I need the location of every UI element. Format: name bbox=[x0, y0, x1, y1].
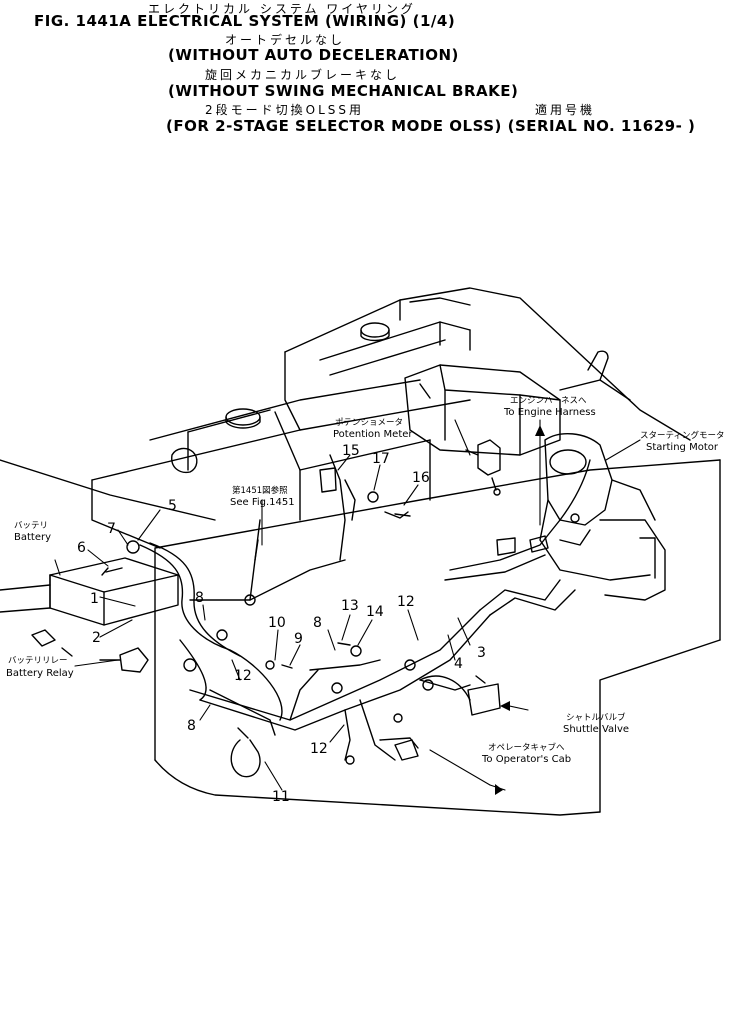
engine-harness-jp-label: エンジンハーネスへ bbox=[510, 396, 587, 406]
battery-jp-label: バッテリ bbox=[14, 521, 48, 531]
callout-12-right: 12 bbox=[397, 594, 415, 610]
engine-block bbox=[404, 364, 561, 456]
starting-motor-jp-label: スターティングモータ bbox=[640, 430, 725, 441]
callout-17: 17 bbox=[372, 451, 390, 467]
callout-13: 13 bbox=[341, 598, 359, 614]
callout-8-mid: 8 bbox=[313, 615, 322, 631]
callout-3: 3 bbox=[477, 645, 486, 661]
subtitle-jp-3: 2段モード切換OLSS用 bbox=[205, 103, 365, 117]
starting-motor-label: Starting Motor bbox=[646, 442, 719, 453]
starting-motor bbox=[539, 433, 666, 601]
callout-7: 7 bbox=[107, 521, 116, 537]
potentiometer-jp-label: ポテンショメータ bbox=[335, 418, 403, 428]
see-fig-label: See Fig.1451 bbox=[230, 497, 295, 508]
engine-hood bbox=[284, 287, 691, 441]
subtitle-jp-1: オートデセルなし bbox=[225, 33, 346, 47]
callout-1: 1 bbox=[90, 591, 99, 607]
subtitle-jp-2: 旋回メカニカルブレーキなし bbox=[205, 68, 401, 82]
subtitle-1: (WITHOUT AUTO DECELERATION) bbox=[168, 46, 459, 64]
battery-relay-label: Battery Relay bbox=[6, 668, 74, 679]
callout-16: 16 bbox=[412, 470, 430, 486]
wire-harness bbox=[139, 454, 591, 761]
callout-10: 10 bbox=[268, 615, 286, 631]
callout-12-left: 12 bbox=[234, 668, 252, 684]
shuttle-valve-part bbox=[467, 675, 501, 716]
leader-lines bbox=[54, 419, 641, 791]
callout-15: 15 bbox=[342, 443, 360, 459]
engine-cap bbox=[171, 447, 198, 474]
battery-box bbox=[49, 557, 179, 626]
exhaust-stack bbox=[587, 350, 609, 381]
callout-14: 14 bbox=[366, 604, 384, 620]
bolts-washers bbox=[101, 491, 411, 670]
shuttle-valve-label: Shuttle Valve bbox=[563, 724, 629, 735]
arrow-heads bbox=[495, 425, 545, 795]
machine-body-outline bbox=[91, 379, 721, 816]
battery-relay-jp-label: バッテリリレー bbox=[8, 656, 68, 666]
shuttle-valve-jp-label: シャトルバルブ bbox=[566, 712, 626, 723]
battery-label: Battery bbox=[14, 532, 51, 543]
operator-cab-jp-label: オペレータキャブへ bbox=[488, 742, 565, 753]
engine-harness-label: To Engine Harness bbox=[503, 407, 596, 418]
callout-2: 2 bbox=[92, 630, 101, 646]
callout-12-bottom: 12 bbox=[310, 741, 328, 757]
operator-cab-label: To Operator's Cab bbox=[481, 754, 571, 765]
title-jp: エレクトリカル システム ワイヤリング bbox=[148, 2, 416, 16]
subtitle-3: (FOR 2-STAGE SELECTOR MODE OLSS) (SERIAL… bbox=[166, 117, 696, 135]
serial-jp: 適用号機 bbox=[535, 103, 596, 117]
callout-8-left: 8 bbox=[195, 590, 204, 606]
clamp-loop bbox=[230, 739, 261, 778]
potentiometer-bracket bbox=[465, 439, 501, 496]
figure-title: FIG. 1441A ELECTRICAL SYSTEM (WIRING) (1… bbox=[34, 12, 456, 30]
subtitle-2: (WITHOUT SWING MECHANICAL BRAKE) bbox=[168, 82, 519, 100]
potentiometer-label: Potention Meter bbox=[333, 429, 413, 440]
callout-11: 11 bbox=[272, 789, 290, 805]
harness-clamps bbox=[183, 513, 580, 765]
callout-9: 9 bbox=[294, 631, 303, 647]
callout-6: 6 bbox=[77, 540, 86, 556]
callout-8-bottom: 8 bbox=[187, 718, 196, 734]
callout-5: 5 bbox=[168, 498, 177, 514]
callout-4: 4 bbox=[454, 656, 463, 672]
see-fig-jp-label: 第1451図参照 bbox=[232, 485, 288, 496]
